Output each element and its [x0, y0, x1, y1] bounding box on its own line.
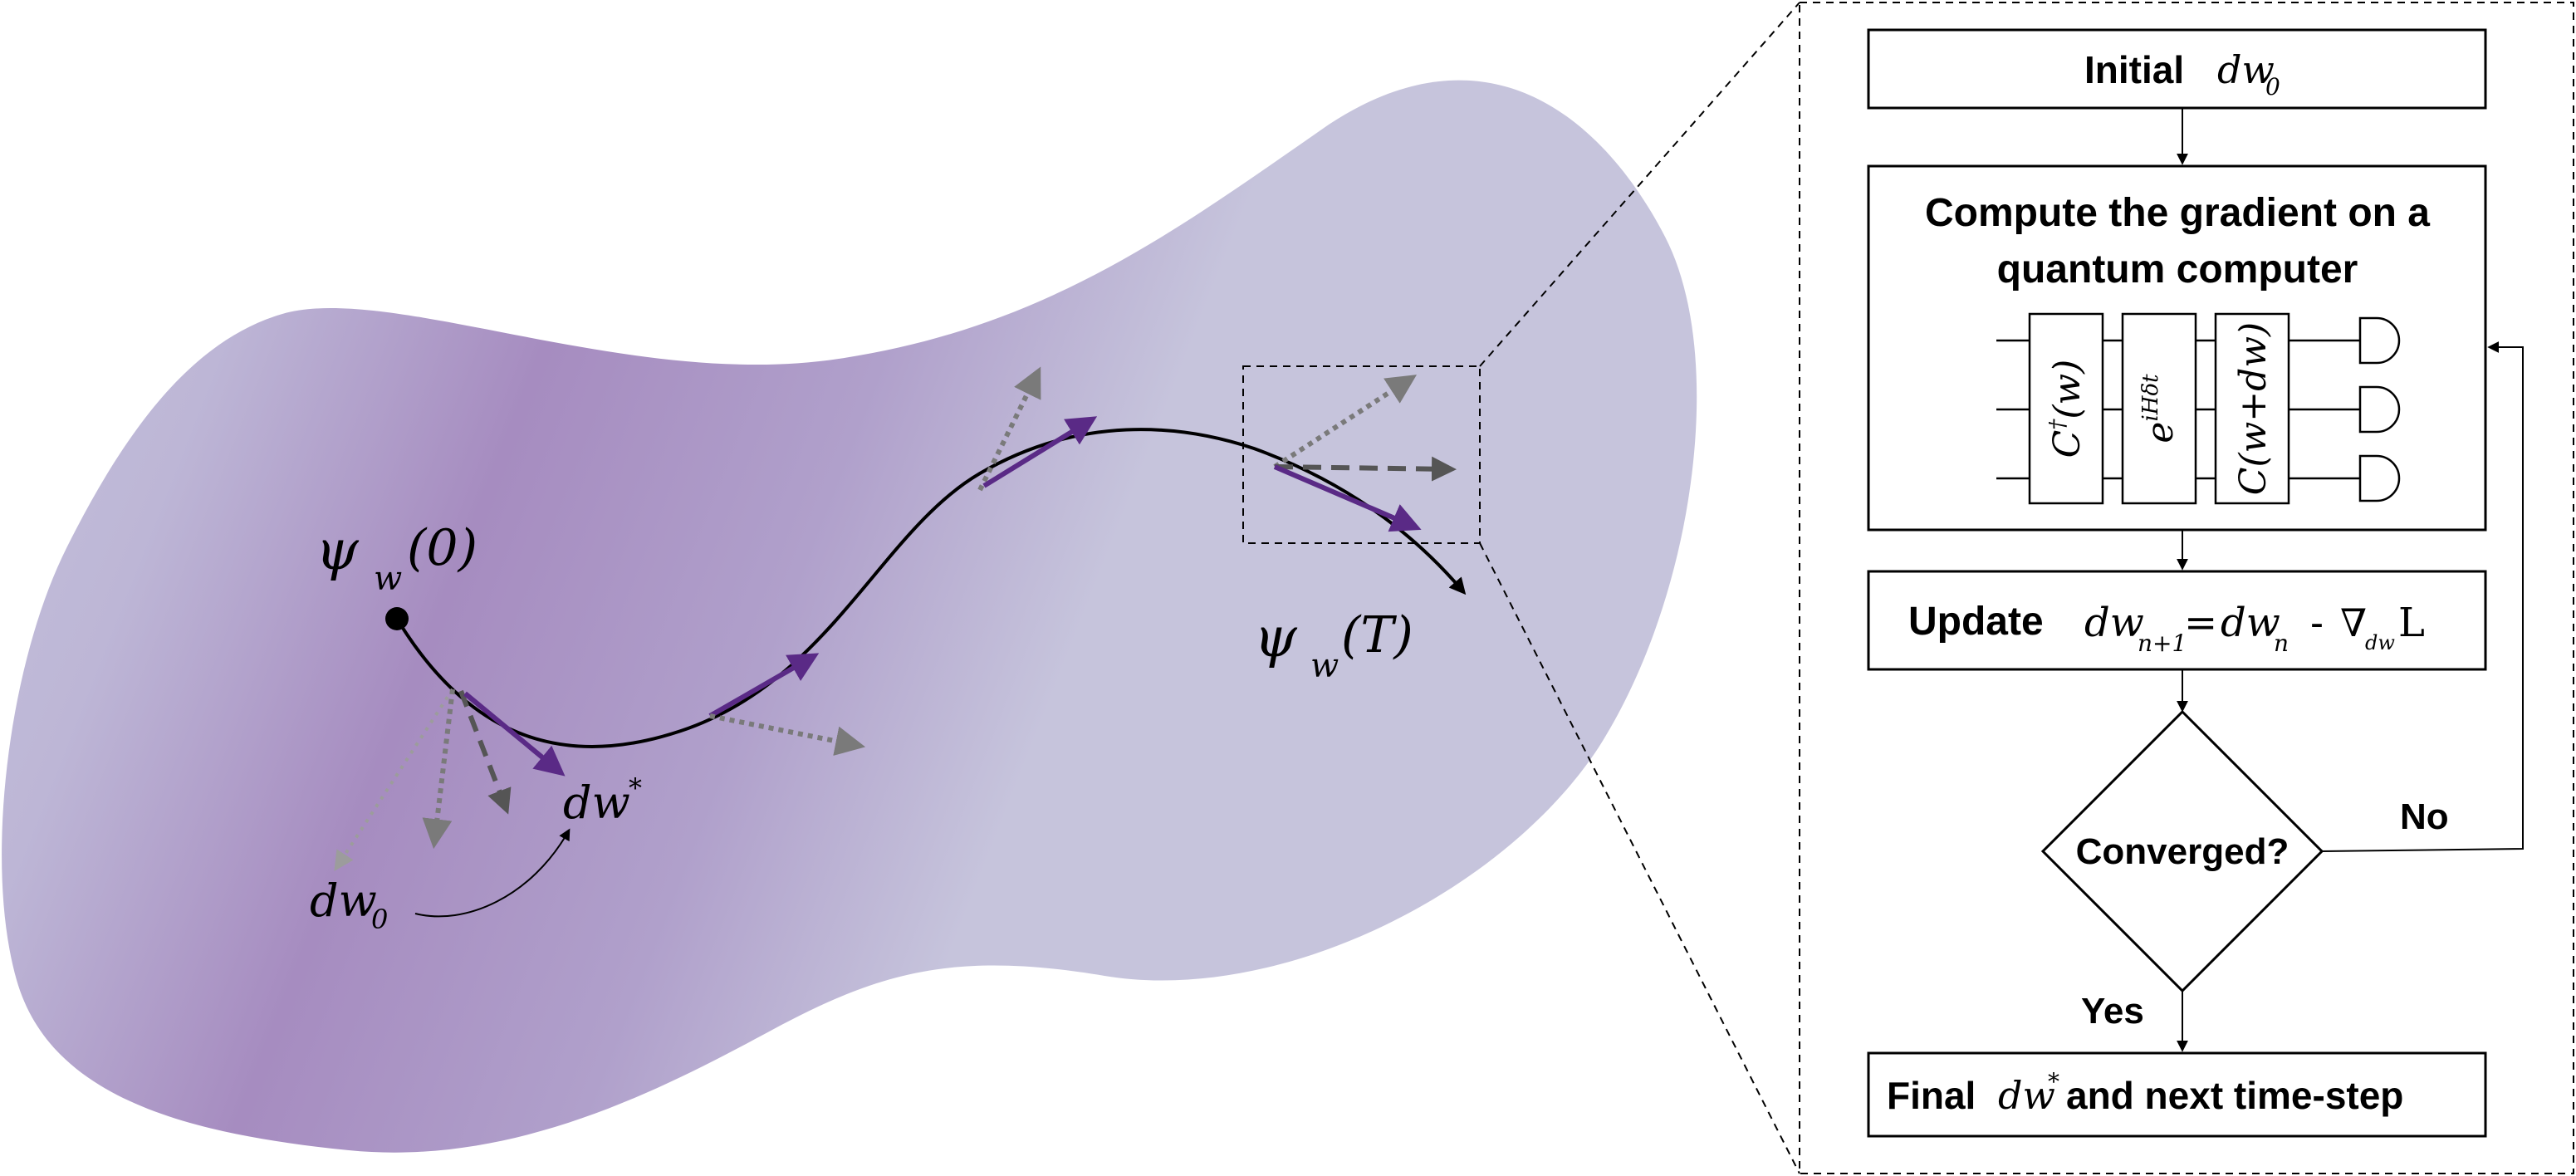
svg-text:dw: dw — [310, 875, 377, 927]
svg-text:n: n — [2274, 630, 2289, 657]
svg-text:Final: Final — [1887, 1074, 1976, 1117]
gate-evolution-label: eiHδt — [2138, 374, 2182, 443]
box-update: Update dw n+1 = dw n - ∇ dw L — [1867, 570, 2487, 671]
measure-icon-3 — [2358, 454, 2401, 502]
measure-icon-2 — [2358, 385, 2401, 434]
start-vectors — [334, 688, 566, 872]
svg-text:*: * — [2048, 1068, 2059, 1095]
gate-evolution: eiHδt — [2121, 312, 2197, 505]
decision-text: Converged? — [2076, 831, 2290, 872]
initial-text: Initial — [2084, 48, 2184, 91]
svg-text:-: - — [2310, 601, 2324, 645]
svg-text:w: w — [374, 560, 402, 598]
svg-text:(T): (T) — [1341, 606, 1413, 664]
gate-c-shift: C(w+dw) — [2214, 312, 2290, 505]
vector-dw-star — [463, 691, 566, 777]
label-dw-star: dw * — [563, 772, 642, 829]
svg-text:∇: ∇ — [2340, 600, 2367, 645]
vector-top-gray — [977, 366, 1041, 492]
vector-zoom-dark — [1274, 456, 1457, 482]
svg-text:(0): (0) — [407, 519, 477, 577]
manifold-surface — [2, 80, 1697, 1153]
box-compute: Compute the gradient on a quantum comput… — [1867, 164, 2487, 532]
svg-text:w: w — [1310, 647, 1339, 685]
gate-c-dagger: C†(w) — [2028, 312, 2104, 505]
svg-text:ψ: ψ — [1254, 605, 1298, 669]
gate-c-dagger-label: C†(w) — [2045, 360, 2089, 458]
label-no: No — [2400, 796, 2449, 837]
arrow-no-loop — [2321, 341, 2524, 852]
vector-zoom-purple — [1273, 464, 1422, 532]
compute-line2: quantum computer — [1997, 247, 2358, 292]
svg-text:and next time-step: and next time-step — [2066, 1074, 2403, 1117]
trajectory-curve — [395, 428, 1467, 748]
vector-mid-purple — [708, 653, 820, 718]
svg-text:ψ: ψ — [316, 518, 360, 582]
start-point — [385, 607, 409, 630]
gate-group: C†(w) eiHδt C(w+dw) — [2028, 312, 2290, 505]
gate-c-shift-label: C(w+dw) — [2232, 322, 2275, 495]
svg-text:L: L — [2398, 600, 2425, 646]
box-initial: Initial dw 0 — [1867, 28, 2487, 110]
vector-zoom-gray-up — [1273, 375, 1418, 469]
label-psi-end: ψ w (T) — [1254, 605, 1413, 685]
decision-converged: Converged? — [2040, 709, 2324, 993]
initial-math: dw — [2217, 47, 2275, 92]
box-final: Final dw * and next time-step — [1867, 1051, 2487, 1138]
flowchart-panel — [1799, 2, 2574, 1174]
svg-text:dw: dw — [2084, 600, 2144, 646]
initial-math-sub: 0 — [2265, 73, 2280, 100]
zoom-vectors — [1273, 375, 1457, 532]
label-psi-start: ψ w (0) — [316, 518, 477, 598]
vector-top-purple — [982, 416, 1098, 488]
svg-text:0: 0 — [371, 904, 388, 935]
svg-text:dw: dw — [1998, 1073, 2055, 1118]
mid-vectors — [708, 366, 1098, 757]
label-yes: Yes — [2081, 991, 2144, 1031]
compute-line1: Compute the gradient on a — [1925, 191, 2430, 235]
svg-text:=: = — [2184, 600, 2217, 646]
label-dw0: dw 0 — [310, 875, 388, 935]
svg-text:n+1: n+1 — [2138, 630, 2187, 657]
vector-dark-dashed — [458, 689, 512, 815]
svg-text:dw: dw — [563, 777, 630, 829]
zoom-projection-top — [1479, 2, 1800, 367]
zoom-projection-bottom — [1479, 542, 1800, 1174]
svg-text:*: * — [629, 772, 642, 804]
measure-icon-1 — [2358, 316, 2401, 365]
update-text: Update — [1908, 600, 2044, 644]
svg-text:dw: dw — [2365, 631, 2395, 654]
zoom-box — [1242, 365, 1481, 544]
svg-text:dw: dw — [2221, 600, 2280, 646]
measurement-icons — [2358, 316, 2401, 502]
refinement-arc — [414, 828, 571, 918]
